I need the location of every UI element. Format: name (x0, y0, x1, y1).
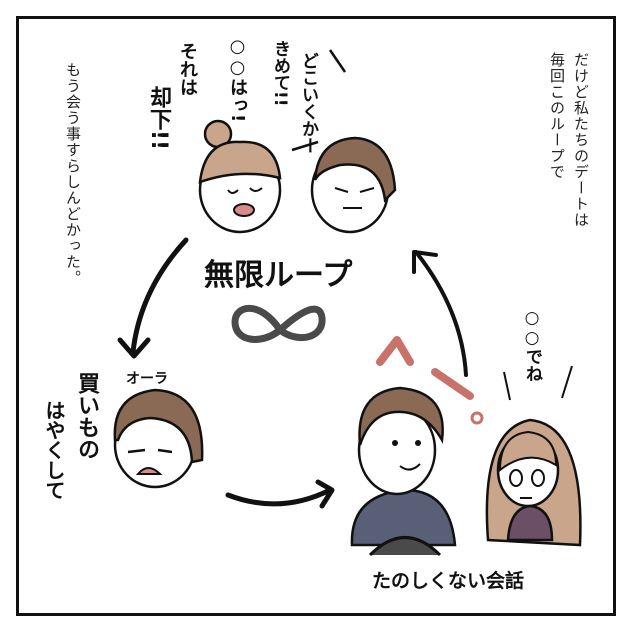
man-left-speech-2: はやくして (42, 400, 66, 500)
man-top-face (310, 136, 397, 234)
sfx-dash-icon (431, 368, 474, 400)
sfx-caret-icon (376, 336, 414, 366)
woman-passenger (485, 418, 582, 547)
loop-title: 無限ループ (204, 258, 353, 293)
man-left-face (113, 388, 204, 489)
woman-right-speech: ○○でね (522, 308, 542, 382)
sfx-circle-icon (470, 411, 484, 425)
infinity-icon (231, 304, 326, 343)
woman-top-speech-3: それは (177, 42, 198, 96)
woman-top-speech-1: きめて!! (270, 40, 290, 107)
arrow-right-icon (225, 487, 333, 507)
narration-right-2: 毎回このループで (548, 52, 566, 180)
bottom-caption: たのしくない会話 (372, 570, 525, 592)
man-left-sfx: オーラ (126, 371, 168, 387)
woman-top-speech-2: ○○はっ! (227, 36, 248, 123)
narration-right-1: だけど私たちのデートは (572, 52, 590, 228)
man-left-speech-1: 買いもの (74, 372, 99, 460)
woman-top-face (198, 119, 282, 234)
man-top-speech: どこいくかー (298, 52, 318, 154)
woman-top-speech-4: 却下!! (146, 86, 171, 151)
arrow-down-left-icon (130, 237, 189, 355)
arrow-up-icon (414, 250, 468, 377)
narration-left: もう会う事すらしんどかった。 (64, 62, 82, 286)
man-driver (350, 386, 457, 557)
